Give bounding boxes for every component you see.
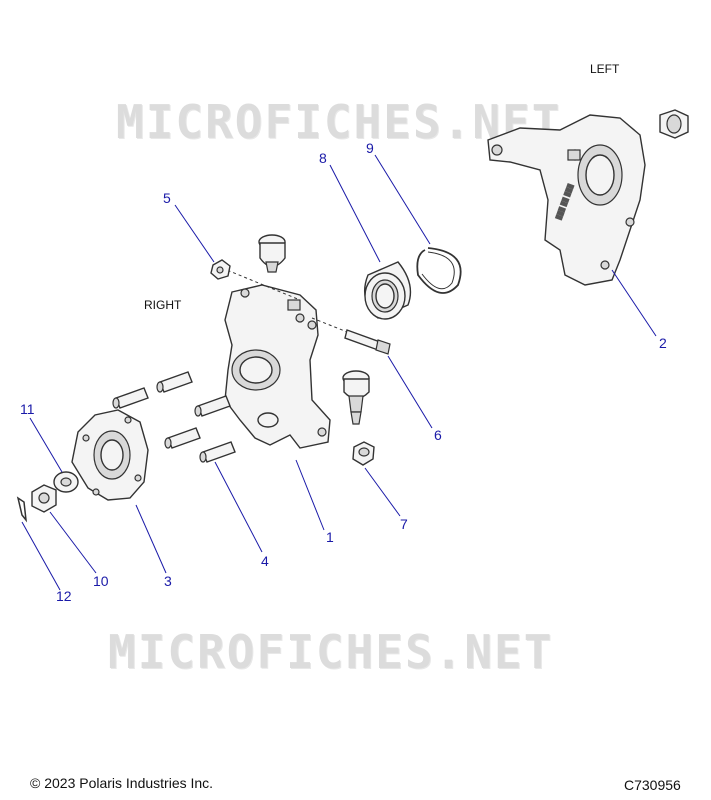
cotter-pin [16, 496, 28, 523]
left-steering-knuckle: ███ ██ ███ [487, 114, 646, 286]
lower-ball-joint [342, 370, 370, 425]
copyright-text: © 2023 Polaris Industries Inc. [30, 775, 214, 791]
wheel-studs [112, 371, 236, 463]
upper-nut [210, 259, 231, 280]
callout-7: 7 [400, 516, 408, 532]
callout-9: 9 [366, 140, 374, 156]
right-steering-knuckle [224, 284, 331, 449]
callout-10: 10 [93, 573, 109, 589]
label-left: LEFT [590, 62, 620, 76]
bolt [344, 329, 391, 355]
callout-8: 8 [319, 150, 327, 166]
wheel-hub [71, 409, 149, 501]
snap-ring [416, 247, 462, 294]
left-nut [659, 109, 689, 139]
callout-6: 6 [434, 427, 442, 443]
watermark-top: MICROFICHES.NET [116, 95, 562, 149]
washer [53, 471, 79, 493]
wheel-bearing [364, 261, 412, 320]
callout-5: 5 [163, 190, 171, 206]
castle-nut [31, 484, 57, 513]
lower-nut [352, 441, 375, 466]
diagram-code: C730956 [624, 777, 681, 793]
callout-11: 11 [20, 401, 35, 417]
callout-3: 3 [164, 573, 172, 589]
upper-ball-joint [258, 234, 286, 273]
callout-12: 12 [56, 588, 72, 604]
watermark-bottom: MICROFICHES.NET [108, 625, 554, 679]
callout-1: 1 [326, 529, 334, 545]
callout-4: 4 [261, 553, 269, 569]
callout-2: 2 [659, 335, 667, 351]
label-right: RIGHT [144, 298, 182, 312]
